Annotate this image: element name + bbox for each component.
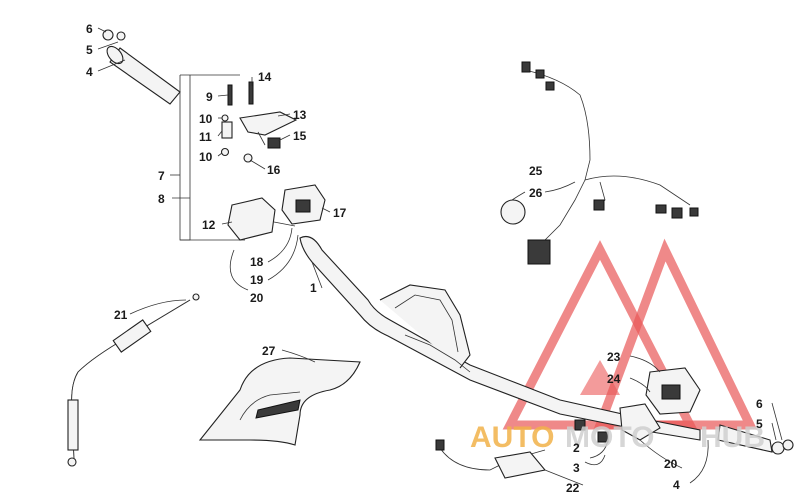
callout-26: 26 [529, 186, 543, 200]
callout-1: 1 [310, 281, 317, 295]
left-grip [102, 29, 181, 105]
callout-6b: 6 [756, 397, 763, 411]
callout-13: 13 [293, 108, 307, 122]
lower-harness [435, 419, 609, 479]
callout-3: 3 [573, 461, 580, 475]
callout-5: 5 [86, 43, 93, 57]
right-switch-housing [619, 367, 701, 441]
callout-22: 22 [566, 481, 580, 495]
callout-18: 18 [250, 255, 264, 269]
callout-5b: 5 [756, 417, 763, 431]
callout-25: 25 [529, 164, 543, 178]
callout-21: 21 [114, 308, 128, 322]
handlebar-pad [198, 357, 361, 446]
callout-15: 15 [293, 129, 307, 143]
callout-10b: 10 [199, 150, 213, 164]
callout-23: 23 [607, 350, 621, 364]
bracket-7-8 [170, 74, 245, 241]
callout-7: 7 [158, 169, 165, 183]
callout-9: 9 [206, 90, 213, 104]
callout-6: 6 [86, 22, 93, 36]
callout-20a: 20 [250, 291, 264, 305]
left-switch-housing [227, 184, 326, 241]
callout-8: 8 [158, 192, 165, 206]
callout-2: 2 [573, 441, 580, 455]
callout-24: 24 [607, 372, 621, 386]
watermark-hub: HUB [700, 421, 765, 454]
throttle-cable [67, 293, 200, 467]
callout-4b: 4 [673, 478, 680, 492]
leader-lines [97, 27, 783, 486]
callout-11: 11 [199, 130, 212, 144]
watermark-moto: MOTO [565, 421, 654, 454]
callout-17: 17 [333, 206, 347, 220]
callout-4: 4 [86, 65, 93, 79]
watermark-triangle-inner [580, 360, 620, 395]
callout-10a: 10 [199, 112, 213, 126]
callout-16: 16 [267, 163, 281, 177]
watermark-wordmark: AUTO MOTO HUB [470, 421, 765, 454]
watermark-auto: AUTO [470, 421, 554, 454]
callout-20b: 20 [664, 457, 678, 471]
callout-27: 27 [262, 344, 276, 358]
callout-14: 14 [258, 70, 272, 84]
throttle-hardware [220, 81, 298, 163]
wiring-harness [500, 61, 699, 265]
handlebar [299, 235, 794, 455]
callouts: 6 5 4 14 9 10 13 11 15 10 16 7 8 17 12 1… [86, 22, 763, 495]
callout-12: 12 [202, 218, 216, 232]
callout-19: 19 [250, 273, 264, 287]
